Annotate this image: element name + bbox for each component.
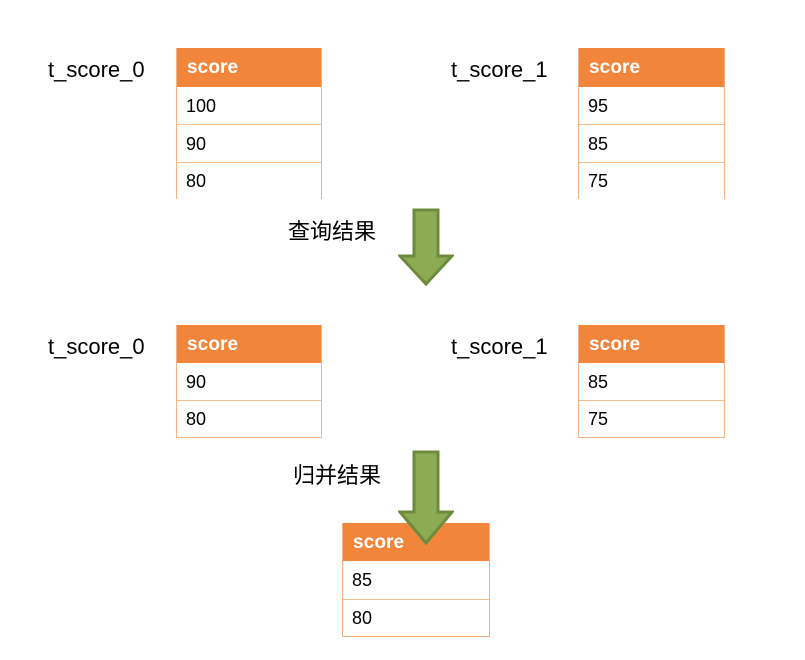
table-row: 80 [343,599,489,636]
table-row: 90 [177,363,321,400]
table-header-cell-score: score [579,325,724,363]
table-row: 90 [177,124,321,162]
table-header-cell-score: score [177,325,321,363]
table-row: 100 [177,87,321,124]
table-t-score-0-source: score 100 90 80 [176,48,322,199]
arrow-label-merge-result: 归并结果 [293,464,382,489]
table-label-t-score-1-queried: t_score_1 [451,334,548,359]
table-row: 85 [579,124,724,162]
table-row: 75 [579,162,724,199]
table-t-score-1-queried: score 85 75 [578,325,725,438]
table-header-cell-score: score [579,48,724,87]
table-row: 95 [579,87,724,124]
table-row: 85 [343,561,489,599]
query-arrow-icon [398,208,454,287]
table-row: 85 [579,363,724,400]
table-t-score-1-source: score 95 85 75 [578,48,725,199]
table-row: 80 [177,400,321,437]
merge-arrow-icon [398,450,454,546]
table-header-cell-score: score [177,48,321,87]
table-row: 80 [177,162,321,199]
table-row: 75 [579,400,724,437]
table-t-score-0-queried: score 90 80 [176,325,322,438]
table-label-t-score-1-source: t_score_1 [451,57,548,82]
table-label-t-score-0-source: t_score_0 [48,57,145,82]
table-label-t-score-0-queried: t_score_0 [48,334,145,359]
arrow-label-query-result: 查询结果 [288,220,377,245]
